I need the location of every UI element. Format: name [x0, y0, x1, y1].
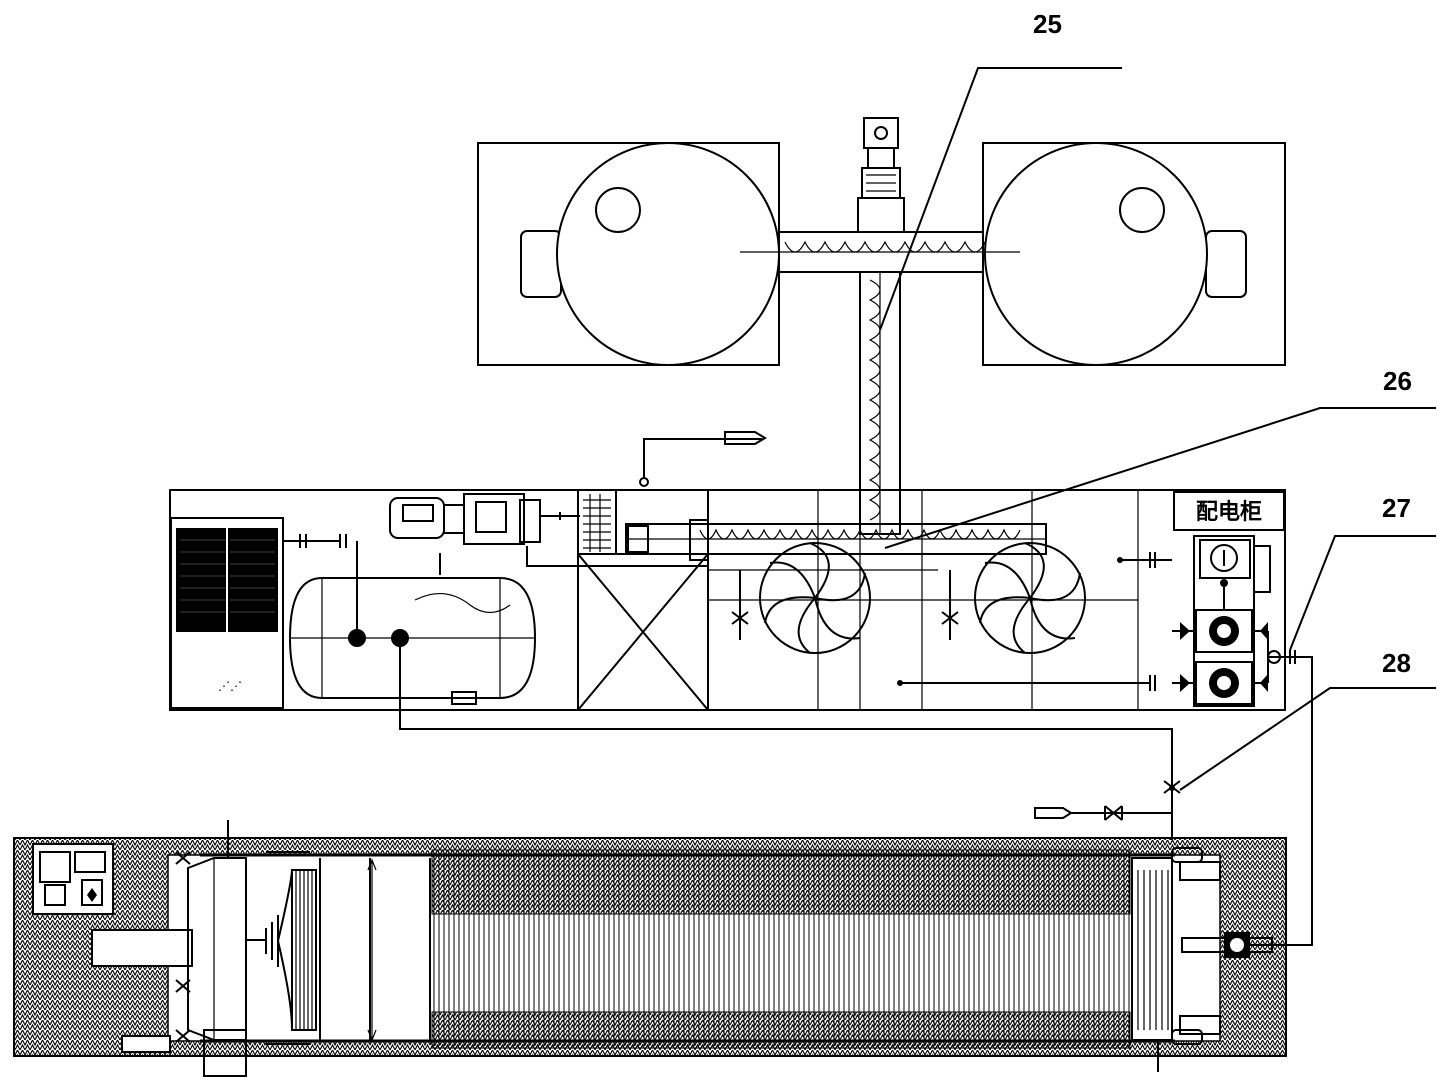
fan-left — [759, 542, 871, 654]
label-28: 28 — [1382, 648, 1411, 678]
leader-25 — [879, 67, 1122, 331]
electrical-cabinet: 配电柜 — [1172, 491, 1285, 707]
horizontal-vessel — [288, 577, 537, 705]
press-outlet — [1181, 932, 1273, 958]
label-26: 26 — [1383, 366, 1412, 396]
fan-right — [974, 542, 1086, 654]
top-drive-motor — [857, 117, 905, 233]
leader-27 — [1289, 535, 1436, 651]
label-27: 27 — [1382, 493, 1411, 523]
label-25: 25 — [1033, 9, 1062, 39]
left-tank-port — [595, 187, 641, 233]
callouts: 25 26 27 28 — [879, 9, 1436, 791]
vertical-screw-conveyor — [859, 271, 901, 535]
interconnect-piping — [399, 638, 1313, 946]
right-tank-port — [1119, 187, 1165, 233]
equipment-skid: ⋰⋰ — [169, 431, 1286, 711]
horizontal-screw-conveyor — [740, 231, 1020, 273]
left-tank-side-lug — [520, 230, 562, 298]
right-tank — [984, 142, 1208, 366]
svg-text:⋰⋰: ⋰⋰ — [218, 679, 242, 693]
cooler-unit — [170, 517, 284, 709]
filter-press — [13, 820, 1287, 1077]
pressing-plate — [246, 868, 317, 1031]
filter-plate-stack — [431, 849, 1131, 1049]
leader-28 — [1179, 687, 1436, 791]
cabinet-label: 配电柜 — [1196, 499, 1262, 525]
tank-assembly — [477, 117, 1286, 535]
right-tank-side-lug — [1205, 230, 1247, 298]
leader-26 — [884, 407, 1436, 549]
feed-pump — [389, 493, 541, 545]
press-tail-plate — [1131, 847, 1221, 1072]
left-tank — [556, 142, 780, 366]
skid-screw-conveyor — [625, 519, 1047, 561]
hydraulic-cylinder — [91, 929, 193, 967]
